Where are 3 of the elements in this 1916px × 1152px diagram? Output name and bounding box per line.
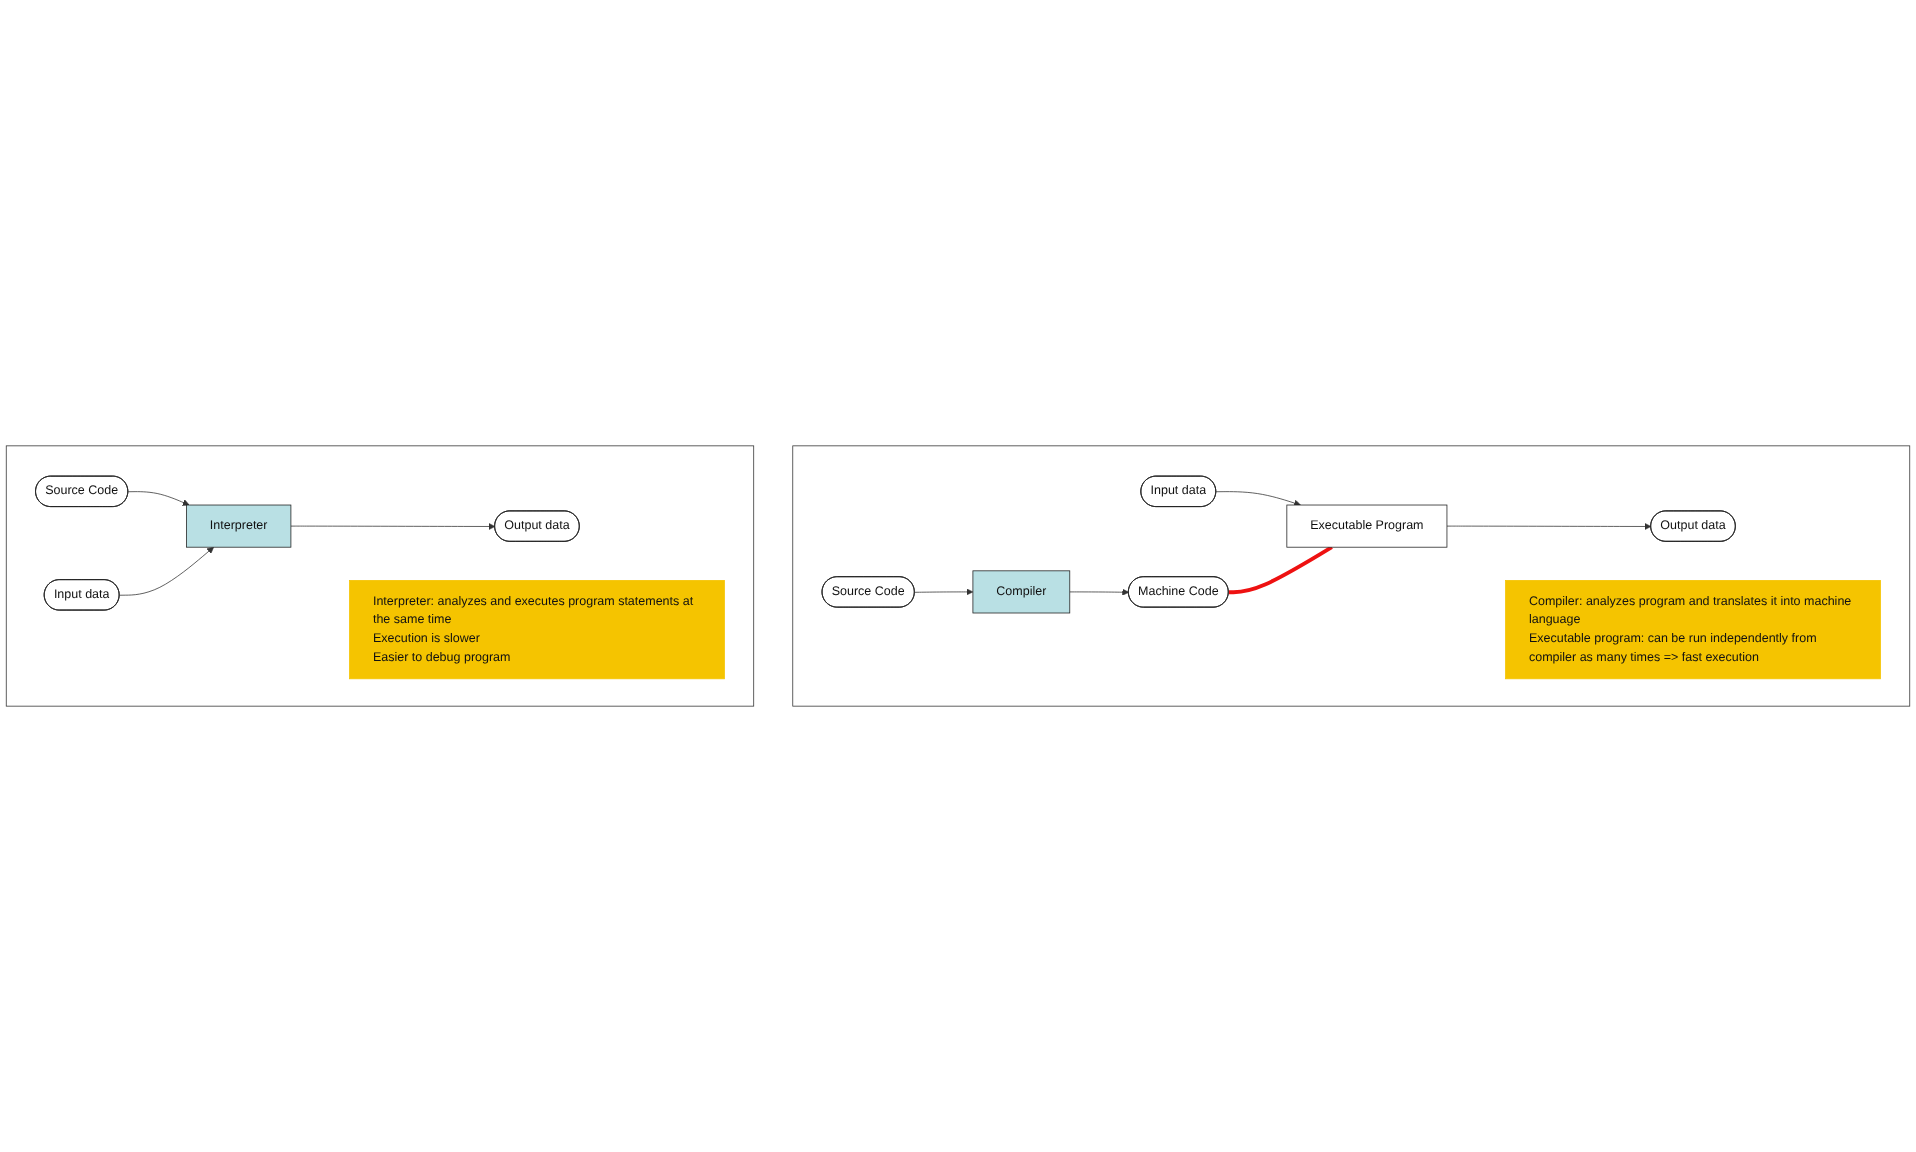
connector bbox=[1228, 545, 1333, 595]
cluster bbox=[5, 445, 755, 707]
cluster bbox=[792, 445, 1911, 707]
